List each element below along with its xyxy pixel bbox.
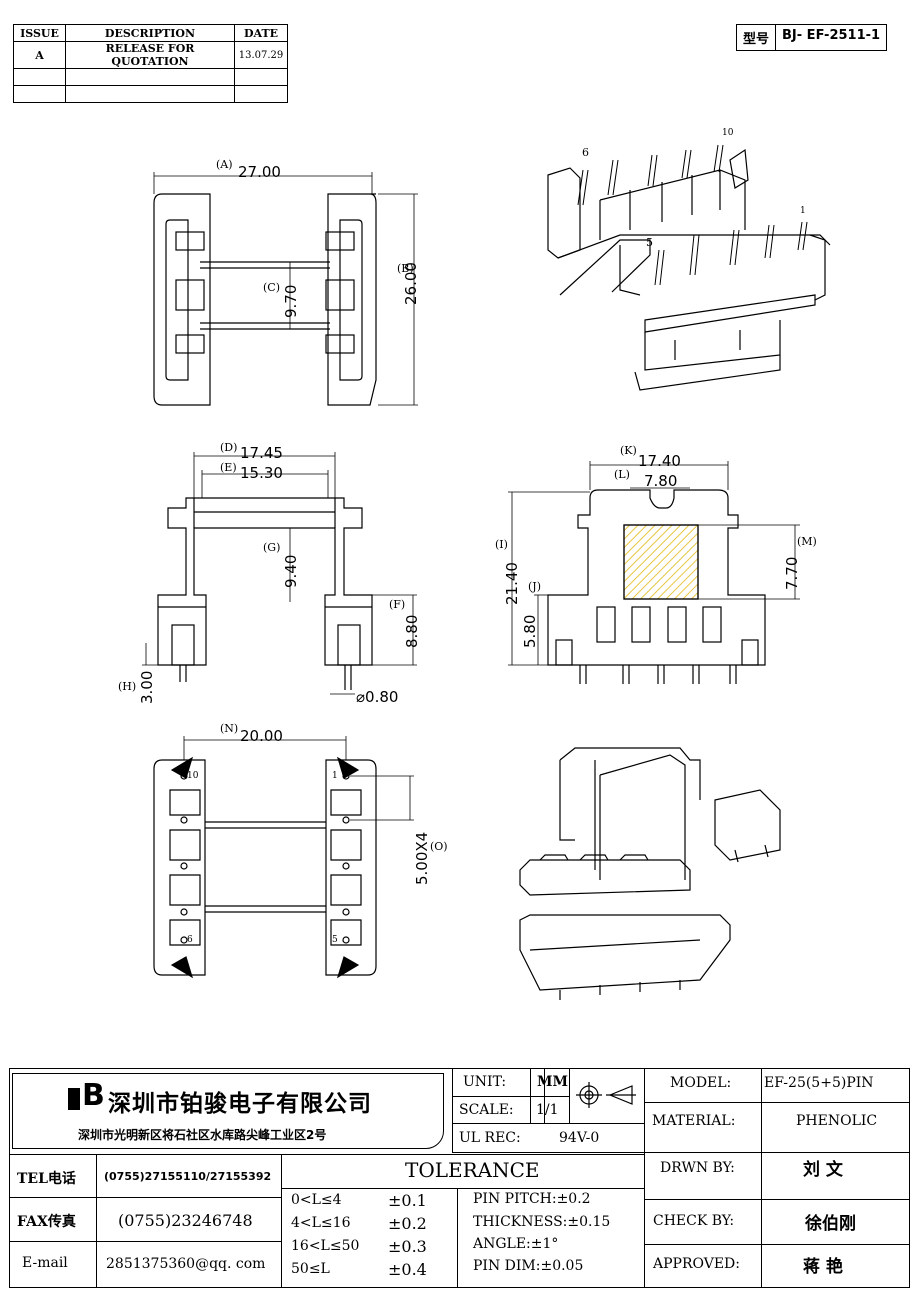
dim-H-value: 3.00 (138, 670, 156, 704)
tolerance-title: TOLERANCE (405, 1158, 540, 1182)
ul-value: 94V-0 (559, 1130, 600, 1146)
thickness-tolerance: THICKNESS:±0.15 (473, 1214, 611, 1230)
pin-label-10: 10 (722, 128, 734, 138)
dim-J-letter: (J) (528, 580, 541, 593)
dim-M-value: 7.70 (783, 556, 801, 590)
tolerance-range: 0<L≤4 (291, 1192, 342, 1208)
iso-view-top (547, 144, 831, 391)
dim-O-letter: (O) (430, 840, 448, 853)
bottom-pin-label-6: 6 (187, 935, 193, 945)
tolerance-specs-cell (457, 1188, 645, 1288)
model-code-box: 型号 BJ- EF-2511-1 (736, 24, 888, 51)
material-label: MATERIAL: (652, 1113, 736, 1129)
logo-letter: B (82, 1078, 105, 1113)
email-value: 2851375360@qq. com (106, 1256, 266, 1272)
rev-cell (234, 85, 288, 103)
check-label: CHECK BY: (653, 1213, 735, 1229)
company-name: 深圳市铂骏电子有限公司 (108, 1091, 372, 1117)
bottom-pin-label-10: 10 (187, 771, 199, 781)
bottom-view (153, 736, 414, 979)
company-box (12, 1073, 444, 1149)
iso-view-bottom (519, 747, 781, 1000)
fax-label: FAX传真 (17, 1214, 76, 1230)
dim-G-value: 9.40 (282, 554, 300, 588)
projection-symbol-icon (576, 1082, 636, 1108)
dim-C-letter: (C) (263, 281, 280, 294)
material-value: PHENOLIC (796, 1113, 878, 1129)
dim-D-letter: (D) (220, 441, 238, 454)
dim-I-value: 21.40 (503, 562, 521, 605)
dim-L-value: 7.80 (644, 472, 678, 490)
pin-diameter-value: ⌀0.80 (356, 688, 399, 706)
ul-label: UL REC: (459, 1130, 521, 1146)
dim-E-value: 15.30 (240, 464, 283, 482)
dim-H-letter: (H) (118, 680, 137, 693)
model-code-value: BJ- EF-2511-1 (775, 25, 886, 50)
dim-K-value: 17.40 (638, 452, 681, 470)
dim-E-letter: (E) (220, 461, 237, 474)
dim-B-letter: (B) (397, 262, 414, 275)
tolerance-value: ±0.3 (388, 1237, 427, 1256)
dim-F-letter: (F) (389, 598, 406, 611)
drawn-value: 刘 文 (803, 1160, 843, 1180)
rev-cell: RELEASE FOR QUOTATION (65, 41, 235, 69)
tolerance-range: 50≤L (291, 1261, 330, 1277)
model-label: MODEL: (670, 1075, 732, 1091)
pin-dim-tolerance: PIN DIM:±0.05 (473, 1258, 584, 1274)
tolerance-range: 4<L≤16 (291, 1215, 351, 1231)
pin-label-6: 6 (582, 146, 589, 159)
top-view (153, 172, 418, 406)
company-logo: B (68, 1078, 105, 1114)
scale-value: 1/1 (536, 1102, 559, 1118)
dim-C-value: 9.70 (282, 284, 300, 318)
model-code-label: 型号 (743, 32, 770, 47)
fax-value: (0755)23246748 (118, 1211, 253, 1230)
dim-I-letter: (I) (495, 538, 508, 551)
dim-O-value: 5.00X4 (413, 831, 431, 885)
pin-label-1: 1 (800, 206, 806, 216)
dim-A-letter: (A) (216, 158, 233, 171)
scale-label: SCALE: (459, 1102, 514, 1118)
dim-A-value: 27.00 (238, 163, 281, 181)
bottom-pin-label-1: 1 (332, 771, 338, 781)
approved-value-cell (761, 1244, 910, 1288)
bottom-pin-label-5: 5 (332, 935, 338, 945)
tolerance-value: ±0.4 (388, 1260, 427, 1279)
tel-value: (0755)27155110/27155392 (104, 1170, 272, 1183)
approved-value: 蒋 艳 (803, 1257, 843, 1277)
tel-label: TEL电话 (17, 1171, 76, 1187)
dim-N-value: 20.00 (240, 727, 283, 745)
drawn-label: DRWN BY: (660, 1160, 735, 1176)
pin-label-5: 5 (646, 236, 653, 249)
pin-pitch-tolerance: PIN PITCH:±0.2 (473, 1191, 591, 1207)
revision-table: ISSUE DESCRIPTION DATE A RELEASE FOR QUO… (13, 24, 288, 103)
dim-B-value: 26.00 (402, 262, 420, 305)
tolerance-range: 16<L≤50 (291, 1238, 360, 1254)
dim-K-letter: (K) (620, 444, 637, 457)
unit-value: MM (537, 1074, 568, 1090)
dim-L-letter: (L) (614, 468, 630, 481)
tolerance-value: ±0.2 (388, 1214, 427, 1233)
dim-N-letter: (N) (220, 722, 239, 735)
dim-G-letter: (G) (263, 541, 281, 554)
angle-tolerance: ANGLE:±1° (473, 1236, 559, 1252)
tolerance-value: ±0.1 (388, 1191, 427, 1210)
side-view (508, 461, 800, 684)
technical-drawing (142, 144, 831, 1000)
dim-D-value: 17.45 (240, 444, 283, 462)
dim-M-letter: (M) (797, 535, 817, 548)
dim-J-value: 5.80 (521, 614, 539, 648)
front-view (142, 452, 417, 695)
company-address: 深圳市光明新区将石社区水库路尖峰工业区2号 (78, 1128, 327, 1142)
unit-label: UNIT: (463, 1074, 507, 1090)
check-value: 徐伯刚 (805, 1214, 856, 1234)
approved-label: APPROVED: (653, 1256, 740, 1272)
rev-cell: 13.07.29 (234, 41, 288, 69)
email-label: E-mail (22, 1255, 68, 1271)
model-value: EF-25(5+5)PIN (764, 1075, 874, 1091)
dim-F-value: 8.80 (403, 614, 421, 648)
